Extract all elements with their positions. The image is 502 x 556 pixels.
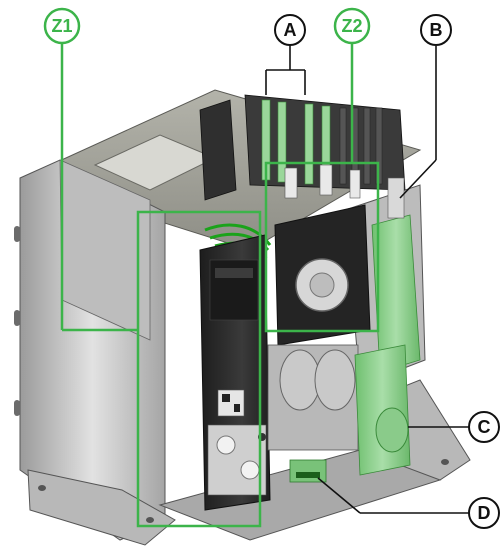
callout-marker-c: C: [468, 411, 500, 443]
terminal-blocks: [199, 94, 406, 259]
zone-label-z2: Z2: [341, 16, 362, 36]
callout-marker-d: D: [468, 497, 500, 529]
callout-marker-a: A: [274, 14, 306, 46]
zone-marker-z2: Z2: [333, 7, 371, 45]
callout-marker-b: B: [420, 14, 452, 46]
control-unit: [199, 234, 271, 511]
zone-label-z1: Z1: [51, 16, 72, 36]
callout-label-a: A: [284, 20, 297, 40]
callout-label-c: C: [478, 417, 491, 437]
operating-mechanism: [267, 164, 371, 451]
callout-label-d: D: [478, 503, 491, 523]
zone-z1-box: [136, 210, 262, 528]
callout-leaders: [265, 44, 470, 514]
callout-b-leader-diag: [399, 159, 437, 199]
callout-label-b: B: [430, 20, 443, 40]
zone-marker-z1: Z1: [43, 7, 81, 45]
zone-frames: [60, 38, 380, 528]
callout-d-leader-diag: [317, 477, 361, 514]
zone-z2-box: [264, 161, 380, 333]
